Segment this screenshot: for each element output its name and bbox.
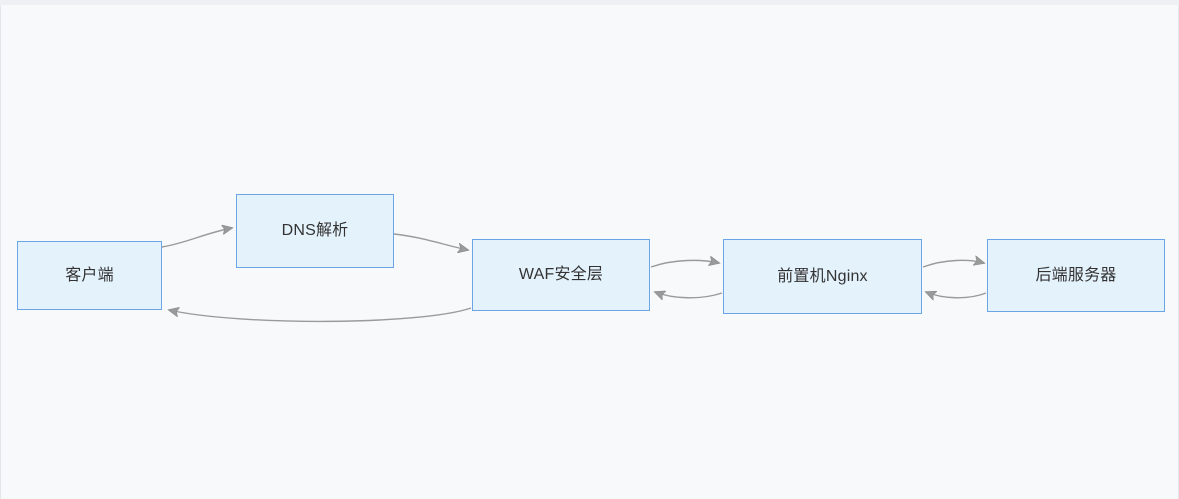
- edge-waf-to-nginx: [650, 260, 719, 268]
- edge-nginx-to-waf: [655, 292, 723, 298]
- node-waf-label: WAF安全层: [518, 266, 604, 283]
- edge-client-to-dns: [161, 228, 232, 248]
- edge-nginx-to-backend: [922, 260, 984, 268]
- node-client-label: 客户端: [65, 266, 114, 284]
- edge-backend-to-nginx: [926, 292, 987, 298]
- diagram-canvas: 客户端 DNS解析 WAF安全层 前置机Nginx 后端服务器: [0, 5, 1179, 499]
- edge-waf-to-client: [169, 308, 472, 323]
- node-client[interactable]: 客户端: [17, 241, 162, 310]
- node-backend[interactable]: 后端服务器: [987, 239, 1165, 312]
- node-backend-label: 后端服务器: [1035, 266, 1117, 284]
- node-nginx[interactable]: 前置机Nginx: [723, 239, 922, 314]
- node-waf[interactable]: WAF安全层: [472, 239, 650, 311]
- edge-dns-to-waf: [393, 233, 468, 250]
- node-nginx-label: 前置机Nginx: [777, 267, 868, 285]
- node-dns[interactable]: DNS解析: [236, 194, 394, 268]
- node-dns-label: DNS解析: [281, 222, 349, 239]
